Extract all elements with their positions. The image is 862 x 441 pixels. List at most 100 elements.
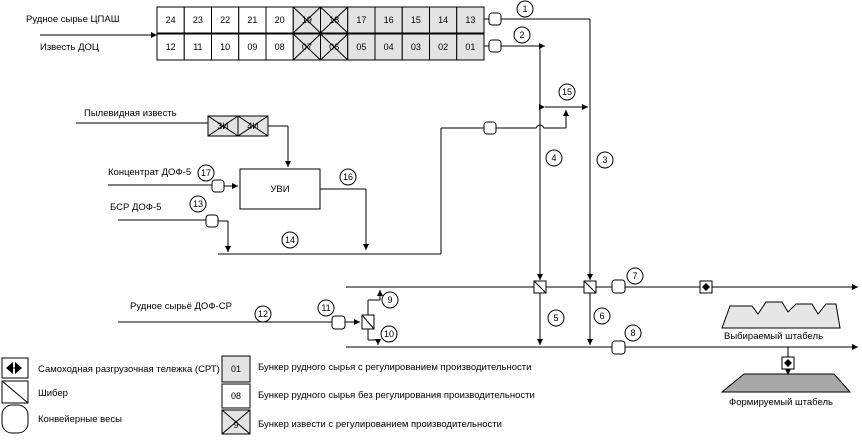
flow-number-label: 6 [599, 311, 604, 321]
trolley-upper [699, 280, 713, 294]
flow-number-label: 11 [321, 303, 330, 313]
flow-number-3: 3 [596, 151, 614, 169]
bunker-cell-label: 10 [220, 42, 230, 52]
bunker-cell-label: 19 [302, 15, 312, 25]
legend-scale: Конвейерные весы [1, 404, 122, 434]
legend-bunker-regulated: 01 Бункер рудного сырья с регулированием… [221, 355, 531, 383]
flow-number-label: 5 [553, 313, 558, 323]
bunker-cell-label: 11 [193, 42, 202, 52]
bunker-cell-label: 09 [247, 42, 257, 52]
input-lime-doc-label: Известь ДОЦ [40, 42, 99, 53]
legend-bunker-lime-label: Бункер извести с регулированием производ… [258, 419, 502, 430]
bunker-cell-label: 18 [329, 15, 339, 25]
bunker-cell-label: 23 [193, 15, 203, 25]
flow-number-17: 17 [197, 164, 215, 182]
bunker-cell-label: 21 [247, 15, 257, 25]
lime-hopper-4i-label: 4И [247, 121, 258, 131]
bunker-cell: 08 [265, 33, 294, 61]
bunker-cell: 13 [456, 6, 485, 34]
scale-8 [611, 340, 626, 355]
bunker-cell: 09 [238, 33, 267, 61]
flow-number-label: 17 [201, 168, 211, 178]
scale-17 [211, 179, 225, 193]
bunker-cell-label: 22 [220, 15, 230, 25]
bunker-cell: 21 [238, 6, 267, 34]
bunker-cell-label: 08 [275, 42, 285, 52]
legend-bunker-unregulated-label: Бункер рудного сырья без регулирования п… [258, 390, 535, 401]
flow-number-9: 9 [381, 291, 399, 309]
flow-number-label: 7 [632, 271, 637, 281]
bunker-cell-label: 02 [438, 42, 448, 52]
bunker-cell: 18 [320, 6, 349, 34]
bunker-cell: 03 [401, 33, 430, 61]
lime-hopper-3i-label: 3И [217, 121, 228, 131]
legend-bunker-unregulated-sample: 08 [231, 391, 241, 401]
bunker-cell: 12 [156, 33, 185, 61]
gate-9-10 [361, 314, 375, 330]
scale-2 [488, 39, 502, 53]
input-bsr-label: БСР ДОФ-5 [110, 202, 161, 213]
bunker-cell: 17 [347, 6, 376, 34]
bunker-cell: 05 [347, 33, 376, 61]
scale-1 [488, 12, 502, 26]
legend-trolley-label: Самоходная разгрузочная тележка (СРТ) [38, 364, 220, 375]
legend-trolley: Самоходная разгрузочная тележка (СРТ) [1, 357, 220, 379]
flow-number-label: 8 [630, 328, 635, 338]
bunker-cell: 16 [374, 6, 403, 34]
bunker-cell-label: 03 [411, 42, 421, 52]
stack-taken [721, 301, 841, 329]
legend-bunker-unregulated: 08 Бункер рудного сырья без регулировани… [221, 383, 535, 409]
flow-number-label: 10 [384, 329, 394, 339]
scale-7 [611, 279, 626, 294]
bunker-cell-label: 04 [384, 42, 394, 52]
stack-forming [720, 373, 852, 393]
flow-number-12: 12 [254, 305, 272, 323]
bunker-cell-label: 14 [438, 15, 448, 25]
flow-number-10: 10 [380, 325, 398, 343]
bunker-cell-label: 01 [465, 42, 475, 52]
bunker-cell: 24 [156, 6, 185, 34]
flow-number-label: 16 [343, 172, 353, 182]
bunker-cell: 11 [183, 33, 212, 61]
input-dust-lime-label: Пылевидная известь [84, 108, 177, 119]
bunker-cell: 02 [429, 33, 458, 61]
flow-number-label: 4 [551, 153, 556, 163]
flow-number-16: 16 [339, 168, 357, 186]
trolley-lower [781, 356, 795, 370]
legend-bunker-lime-sample: 9 [233, 420, 238, 430]
flow-number-8: 8 [624, 324, 642, 342]
bunker-cell: 20 [265, 6, 294, 34]
bunker-cell-label: 06 [329, 42, 339, 52]
stack-taken-label: Выбираемый штабель [724, 331, 823, 342]
legend-bunker-regulated-label: Бункер рудного сырья с регулированием пр… [258, 362, 531, 373]
uvi-block: УВИ [239, 168, 321, 210]
gate-3 [583, 280, 597, 294]
bunker-cell-label: 05 [356, 42, 366, 52]
bunker-cell: 07 [292, 33, 321, 61]
bunker-cell-label: 07 [302, 42, 312, 52]
scale-lime [483, 121, 497, 135]
bunker-cell: 04 [374, 33, 403, 61]
input-ore-dof-label: Рудное сырьё ДОФ-СР [130, 301, 232, 312]
bunker-cell: 19 [292, 6, 321, 34]
flow-number-1: 1 [516, 0, 534, 18]
flow-number-13: 13 [189, 195, 207, 213]
gate-4 [533, 280, 547, 294]
lime-line-b [496, 124, 566, 129]
bunker-cell-label: 16 [384, 15, 394, 25]
bunker-cell-label: 24 [166, 15, 176, 25]
input-concentrate-label: Концентрат ДОФ-5 [108, 167, 191, 178]
bunker-cell: 06 [320, 33, 349, 61]
input-ore-cpash-label: Рудное сырье ЦПАШ [26, 14, 119, 25]
bunker-cell: 23 [183, 6, 212, 34]
bunker-cell: 14 [429, 6, 458, 34]
stack-forming-label: Формируемый штабель [729, 397, 833, 408]
flow-number-2: 2 [513, 26, 531, 44]
lime-hopper-4i: 4И [237, 115, 269, 137]
flow-number-14: 14 [281, 231, 299, 249]
bunker-cell-label: 20 [275, 15, 285, 25]
bunker-cell-label: 17 [356, 15, 366, 25]
